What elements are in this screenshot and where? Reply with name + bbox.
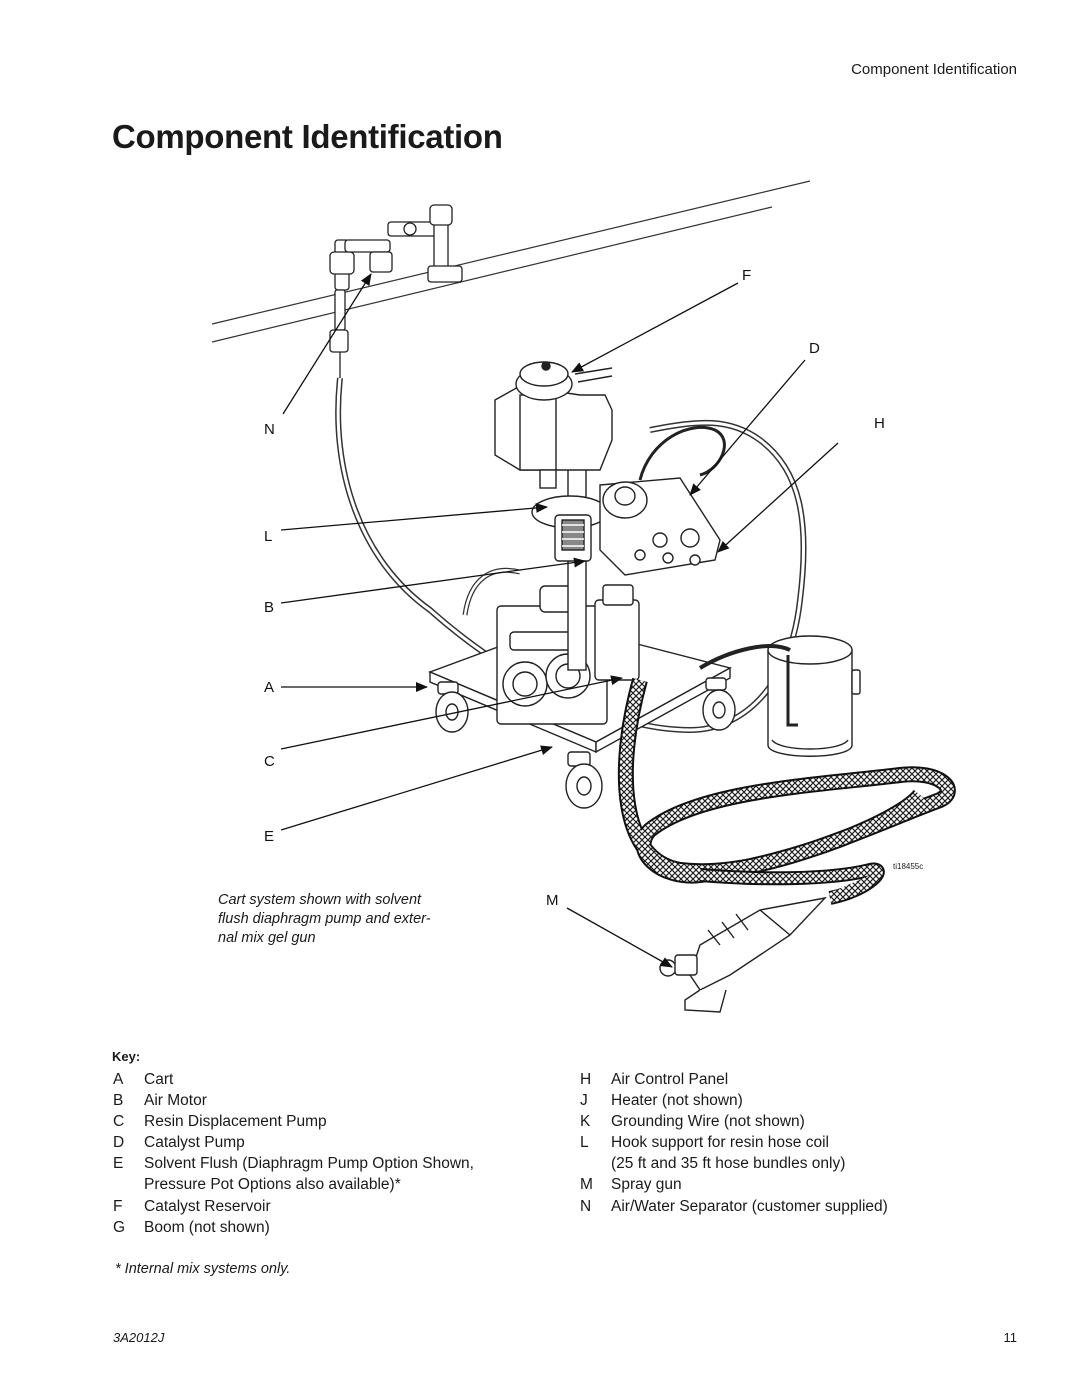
key-letter: N bbox=[580, 1197, 592, 1215]
key-item-h: H Air Control Panel bbox=[580, 1069, 888, 1090]
key-item-n: N Air/Water Separator (customer supplied) bbox=[580, 1196, 888, 1217]
key-item-c: C Resin Displacement Pump bbox=[113, 1111, 474, 1132]
key-item-e: E Solvent Flush (Diaphragm Pump Option Sh… bbox=[113, 1153, 474, 1174]
callout-E: E bbox=[264, 828, 274, 845]
arrow-D bbox=[689, 359, 806, 496]
callout-C: C bbox=[264, 753, 275, 770]
key-letter: A bbox=[113, 1071, 124, 1088]
main-pump-assembly bbox=[531, 409, 640, 681]
key-list-left: A Cart B Air Motor C Resin Displacement Pum… bbox=[113, 1069, 474, 1238]
footnote: * Internal mix systems only. bbox=[115, 1261, 291, 1277]
key-desc: Pressure Pot Options also available)* bbox=[144, 1176, 401, 1194]
key-desc: Air Control Panel bbox=[611, 1071, 729, 1088]
callout-A: A bbox=[264, 679, 274, 696]
caster-left bbox=[435, 681, 469, 733]
key-item-g: G Boom (not shown) bbox=[113, 1217, 474, 1238]
key-desc: Grounding Wire (not shown) bbox=[611, 1113, 805, 1131]
key-item-j: J Heater (not shown) bbox=[580, 1090, 888, 1111]
key-item-l: L Hook support for resin hose coil bbox=[580, 1132, 888, 1153]
air-water-separator bbox=[329, 204, 463, 378]
key-desc: Hook support for resin hose coil bbox=[611, 1134, 829, 1152]
page-title: Component Identification bbox=[112, 118, 503, 155]
caption-line: nal mix gel gun bbox=[218, 930, 316, 946]
key-letter: H bbox=[580, 1071, 592, 1088]
arrow-B bbox=[280, 557, 586, 604]
caster-right bbox=[702, 677, 736, 731]
component-diagram: F D N H L B A C E M bbox=[211, 180, 956, 1013]
key-title: Key: bbox=[112, 1049, 141, 1064]
key-item-b: B Air Motor bbox=[113, 1090, 474, 1111]
callout-L: L bbox=[264, 528, 272, 545]
arrow-E bbox=[280, 745, 553, 831]
key-desc: Catalyst Pump bbox=[144, 1134, 245, 1152]
solvent-pail bbox=[698, 635, 861, 757]
key-letter: M bbox=[580, 1176, 593, 1194]
key-desc: Boom (not shown) bbox=[144, 1218, 270, 1236]
key-desc: Air Motor bbox=[144, 1092, 207, 1110]
resin-hose-coil bbox=[617, 677, 956, 905]
callout-F: F bbox=[742, 267, 751, 284]
arrow-N bbox=[282, 273, 372, 415]
callout-D: D bbox=[809, 340, 820, 357]
callout-N: N bbox=[264, 421, 275, 438]
arrow-F bbox=[571, 282, 739, 373]
key-letter: E bbox=[113, 1155, 124, 1173]
callout-B: B bbox=[264, 599, 274, 616]
caster-front bbox=[565, 751, 603, 809]
key-desc: Air/Water Separator (customer supplied) bbox=[611, 1197, 888, 1215]
key-item-e-cont: Pressure Pot Options also available)* bbox=[113, 1174, 474, 1195]
key-letter: K bbox=[580, 1113, 591, 1131]
callout-M: M bbox=[546, 892, 559, 909]
key-item-m: M Spray gun bbox=[580, 1174, 888, 1195]
key-desc: Heater (not shown) bbox=[611, 1092, 743, 1110]
caption-line: Cart system shown with solvent bbox=[218, 892, 422, 908]
spray-gun bbox=[659, 896, 827, 1013]
key-item-l-cont: (25 ft and 35 ft hose bundles only) bbox=[580, 1153, 888, 1174]
catalyst-reservoir bbox=[494, 361, 613, 489]
figure-id: ti18455c bbox=[893, 862, 924, 871]
document-id: 3A2012J bbox=[113, 1330, 165, 1345]
key-letter: F bbox=[113, 1197, 123, 1215]
boom-beam bbox=[211, 180, 811, 343]
key-desc: (25 ft and 35 ft hose bundles only) bbox=[611, 1155, 846, 1173]
page-number: 11 bbox=[1003, 1330, 1018, 1345]
key-letter: D bbox=[113, 1134, 125, 1152]
key-desc: Catalyst Reservoir bbox=[144, 1197, 271, 1215]
key-letter: J bbox=[580, 1092, 588, 1110]
key-letter: C bbox=[113, 1113, 125, 1131]
key-letter: G bbox=[113, 1218, 126, 1236]
air-control-panel bbox=[599, 425, 726, 576]
key-list-right: H Air Control Panel J Heater (not shown) K… bbox=[580, 1069, 888, 1217]
arrow-C bbox=[280, 675, 623, 750]
key-desc: Spray gun bbox=[611, 1176, 682, 1194]
arrow-M bbox=[566, 907, 673, 968]
diaphragm-pump bbox=[496, 585, 608, 725]
arrow-H bbox=[717, 442, 839, 553]
key-item-d: D Catalyst Pump bbox=[113, 1132, 474, 1153]
key-letter: B bbox=[113, 1092, 124, 1110]
caption-line: flush diaphragm pump and exter- bbox=[218, 911, 431, 927]
key-item-k: K Grounding Wire (not shown) bbox=[580, 1111, 888, 1132]
figure-caption: Cart system shown with solvent flush dia… bbox=[218, 891, 518, 948]
key-desc: Resin Displacement Pump bbox=[144, 1113, 327, 1131]
key-item-f: F Catalyst Reservoir bbox=[113, 1196, 474, 1217]
callout-H: H bbox=[874, 415, 885, 432]
key-desc: Solvent Flush (Diaphragm Pump Option Sho… bbox=[144, 1155, 474, 1173]
callout-arrows bbox=[280, 273, 839, 968]
key-desc: Cart bbox=[144, 1071, 174, 1088]
arrow-L bbox=[280, 502, 548, 531]
key-item-a: A Cart bbox=[113, 1069, 474, 1090]
key-letter: L bbox=[580, 1134, 589, 1152]
running-head: Component Identification bbox=[851, 61, 1017, 78]
